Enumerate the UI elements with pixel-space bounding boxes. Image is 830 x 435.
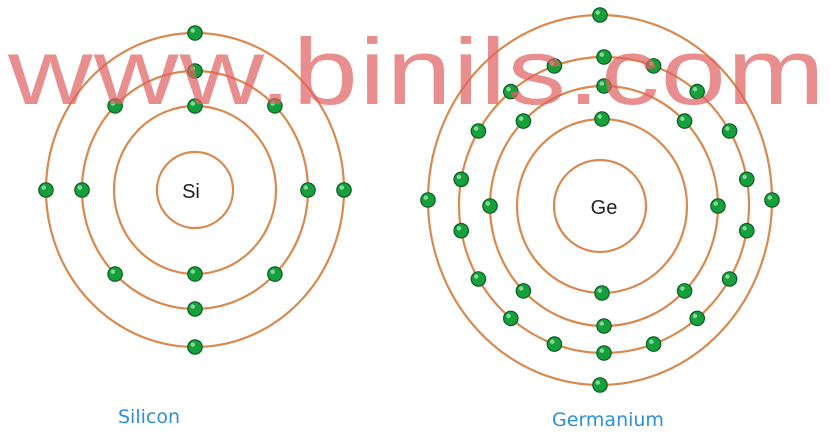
- germanium-atom: Ge: [420, 7, 780, 393]
- watermark-text: www.binils.com: [7, 19, 826, 124]
- germanium-shell-3-electron-highlight: [649, 339, 654, 344]
- silicon-shell-2-electron: [300, 182, 316, 198]
- silicon-shell-2-electron: [107, 266, 123, 282]
- silicon-nucleus-ring: [155, 150, 235, 230]
- silicon-shell-2-electron-highlight: [190, 66, 195, 71]
- germanium-shell-1-electron-highlight: [597, 114, 602, 119]
- silicon-atom: Si: [38, 25, 352, 355]
- germanium-shell-4-electron-highlight: [595, 10, 600, 15]
- germanium-shell-1-electron: [594, 285, 610, 301]
- silicon-shell-2-electron-highlight: [190, 304, 195, 309]
- silicon-shell-2-electron-highlight: [303, 185, 308, 190]
- silicon-shell-2-electron-highlight: [270, 101, 275, 106]
- germanium-shell-4-electron: [764, 192, 780, 208]
- germanium-shell-2-electron: [676, 283, 693, 299]
- germanium-shell-3-electron: [689, 310, 705, 327]
- germanium-shell-4-electron: [420, 192, 436, 208]
- germanium-shell-3-electron-highlight: [725, 126, 730, 131]
- silicon-shell-2-electron-highlight: [110, 269, 116, 274]
- germanium-shell-3-electron-highlight: [506, 87, 511, 92]
- germanium-shell-3-electron-highlight: [456, 174, 462, 180]
- silicon-shell-2-electron-highlight: [270, 269, 275, 274]
- germanium-shell-3-electron: [738, 171, 755, 188]
- silicon-electrons: [38, 25, 352, 355]
- silicon-shell-1-electron-highlight: [190, 269, 195, 274]
- germanium-shell-3-electron-highlight: [550, 339, 555, 344]
- germanium-shell-3-electron: [645, 336, 662, 352]
- germanium-shell-2-electron: [515, 283, 532, 299]
- silicon-shell-2-electron-highlight: [77, 185, 83, 190]
- silicon-shell-3-electron-highlight: [41, 185, 46, 190]
- germanium-shell-3-electron-highlight: [599, 348, 604, 353]
- germanium-shell-1-electron-highlight: [597, 288, 602, 293]
- germanium-shell-3-electron: [546, 336, 563, 352]
- silicon-shell-2-electron: [267, 266, 283, 282]
- germanium-shell-3-electron: [502, 310, 519, 327]
- silicon-shell-3-electron: [336, 182, 352, 198]
- silicon-shell-1-electron: [187, 266, 203, 282]
- germanium-shell-3-electron: [470, 123, 487, 139]
- germanium-shell-3-electron-highlight: [506, 313, 511, 319]
- silicon-nucleus-label: Si: [182, 181, 200, 203]
- silicon-shell-2-electron: [74, 182, 90, 198]
- silicon-shell-3-electron-highlight: [190, 342, 195, 347]
- germanium-shell-3-electron-highlight: [599, 52, 604, 57]
- germanium-shell-3-electron: [738, 222, 755, 239]
- germanium-electrons: [420, 7, 780, 393]
- germanium-shell-3-electron: [596, 345, 612, 361]
- germanium-shell-2-electron-highlight: [485, 201, 490, 206]
- germanium-shell-3-electron-highlight: [742, 174, 747, 180]
- germanium-caption: Germanium: [552, 409, 664, 431]
- germanium-shell-2-electron-highlight: [519, 286, 524, 291]
- germanium-shell-2-electron-highlight: [680, 116, 685, 121]
- germanium-shell-2-electron-highlight: [680, 286, 685, 291]
- germanium-shell-3-electron-highlight: [550, 61, 555, 66]
- germanium-nucleus-label: Ge: [591, 197, 618, 219]
- germanium-shell-2-electron: [710, 198, 726, 214]
- germanium-shell-3-electron-highlight: [456, 226, 462, 231]
- germanium-shell-3-electron-highlight: [649, 61, 654, 66]
- germanium-shell-2-electron-highlight: [519, 116, 524, 121]
- germanium-shell-4-electron-highlight: [767, 195, 772, 200]
- germanium-shell-3-electron-highlight: [692, 313, 698, 319]
- germanium-shell-3-electron-highlight: [725, 274, 730, 279]
- silicon-shell-2-electron: [187, 301, 203, 317]
- silicon-shell-1-electron-highlight: [190, 101, 195, 106]
- germanium-shell-2-electron: [482, 198, 498, 214]
- silicon-caption: Silicon: [118, 406, 180, 428]
- silicon-shell-3-electron-highlight: [339, 185, 344, 190]
- germanium-shell-2-electron-highlight: [599, 321, 604, 326]
- silicon-shell-3-electron: [38, 182, 54, 198]
- germanium-shell-3-electron-highlight: [692, 87, 698, 92]
- germanium-shell-3-electron: [453, 222, 469, 239]
- germanium-shell-4-electron-highlight: [423, 195, 428, 200]
- silicon-shell-3-electron: [187, 339, 203, 355]
- germanium-shell-3-electron: [721, 271, 738, 287]
- germanium-shell-3-electron: [453, 171, 469, 188]
- germanium-shell-3-electron-highlight: [474, 126, 479, 131]
- germanium-shell-2-electron: [596, 318, 612, 334]
- germanium-shell-3-electron: [470, 271, 487, 287]
- germanium-shell-3-electron-highlight: [474, 274, 479, 279]
- silicon-shell-2-electron-highlight: [110, 101, 116, 106]
- germanium-shell-3-electron-highlight: [742, 226, 747, 231]
- germanium-shell-4-electron: [592, 377, 608, 393]
- germanium-shell-2-electron-highlight: [713, 201, 718, 206]
- silicon-shell-3-electron-highlight: [190, 28, 195, 33]
- germanium-shell-3-electron: [721, 123, 738, 139]
- germanium-nucleus-ring: [552, 158, 648, 254]
- germanium-shell-4-electron-highlight: [595, 380, 600, 385]
- germanium-shell-2-electron-highlight: [599, 81, 604, 86]
